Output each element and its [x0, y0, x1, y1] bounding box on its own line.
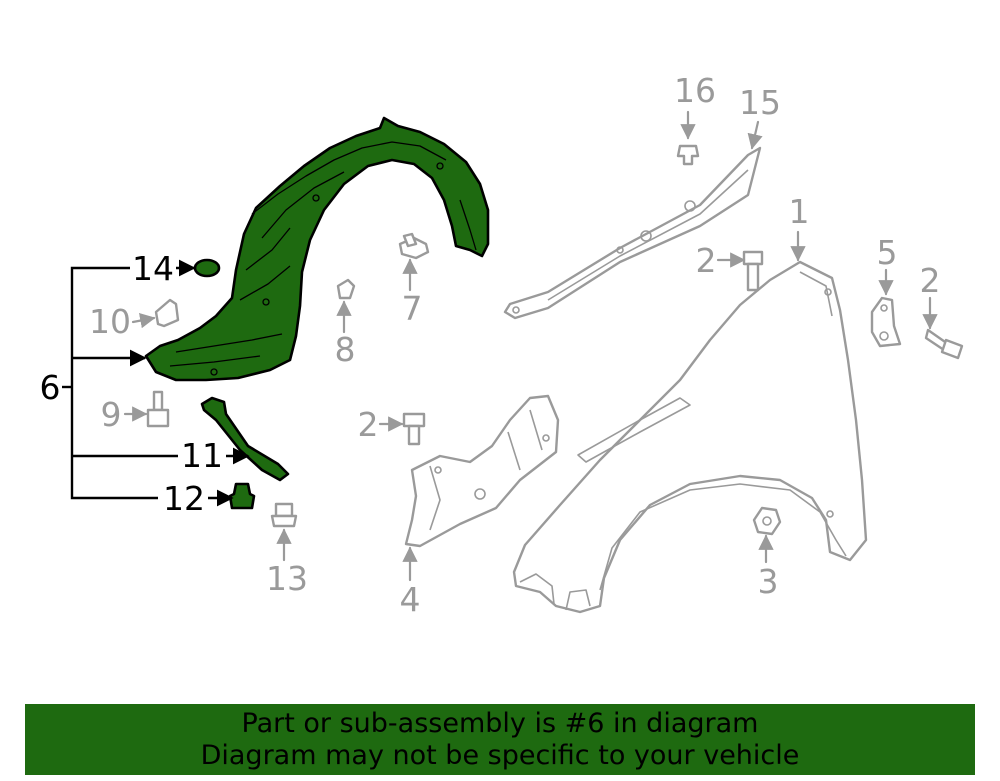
callout-7: 7 — [402, 289, 423, 328]
part-7-clip[interactable] — [398, 232, 430, 260]
part-6-fender-liner[interactable] — [144, 116, 490, 382]
leader-lines — [62, 110, 938, 582]
callout-11: 11 — [181, 436, 223, 475]
part-2-bolt-b[interactable] — [924, 328, 964, 360]
callout-14: 14 — [132, 249, 174, 288]
part-11-liner-bracket[interactable] — [200, 396, 290, 482]
callout-1: 1 — [789, 192, 810, 231]
callout-9: 9 — [101, 395, 122, 434]
part-12-clip[interactable] — [228, 482, 256, 510]
part-2-bolt-a[interactable] — [742, 250, 764, 292]
callout-5: 5 — [877, 233, 898, 272]
callout-12: 12 — [163, 479, 205, 518]
part-15-fender-bracket[interactable] — [503, 146, 762, 320]
callout-4: 4 — [400, 580, 421, 619]
part-4-fender-bracket[interactable] — [404, 394, 560, 548]
callout-labels: 16 15 1 5 2 2 2 7 8 10 9 4 3 13 14 6 11 … — [40, 71, 941, 619]
part-9-screw[interactable] — [146, 390, 170, 428]
callout-2-upper: 2 — [696, 241, 717, 280]
banner-line-1: Part or sub-assembly is #6 in diagram — [241, 707, 759, 739]
part-14-grommet[interactable] — [193, 258, 221, 278]
callout-3: 3 — [758, 562, 779, 601]
callout-10: 10 — [89, 302, 131, 341]
part-8-clip[interactable] — [336, 278, 356, 300]
callout-8: 8 — [335, 330, 356, 369]
info-banner: Part or sub-assembly is #6 in diagram Di… — [25, 704, 975, 775]
callout-15: 15 — [739, 83, 781, 122]
callout-16: 16 — [674, 71, 716, 110]
part-5-bracket[interactable] — [870, 296, 902, 348]
callout-6: 6 — [40, 368, 61, 407]
banner-line-2: Diagram may not be specific to your vehi… — [200, 739, 800, 771]
part-10-clip[interactable] — [154, 298, 180, 328]
callout-2-right: 2 — [920, 261, 941, 300]
part-3-nut[interactable] — [752, 506, 782, 536]
part-16-clip[interactable] — [676, 144, 700, 166]
part-13-clip[interactable] — [270, 502, 298, 528]
callout-2-lower: 2 — [358, 405, 379, 444]
callout-13: 13 — [266, 559, 308, 598]
part-2-bolt-c[interactable] — [402, 412, 426, 446]
part-1-front-fender[interactable] — [512, 260, 868, 614]
